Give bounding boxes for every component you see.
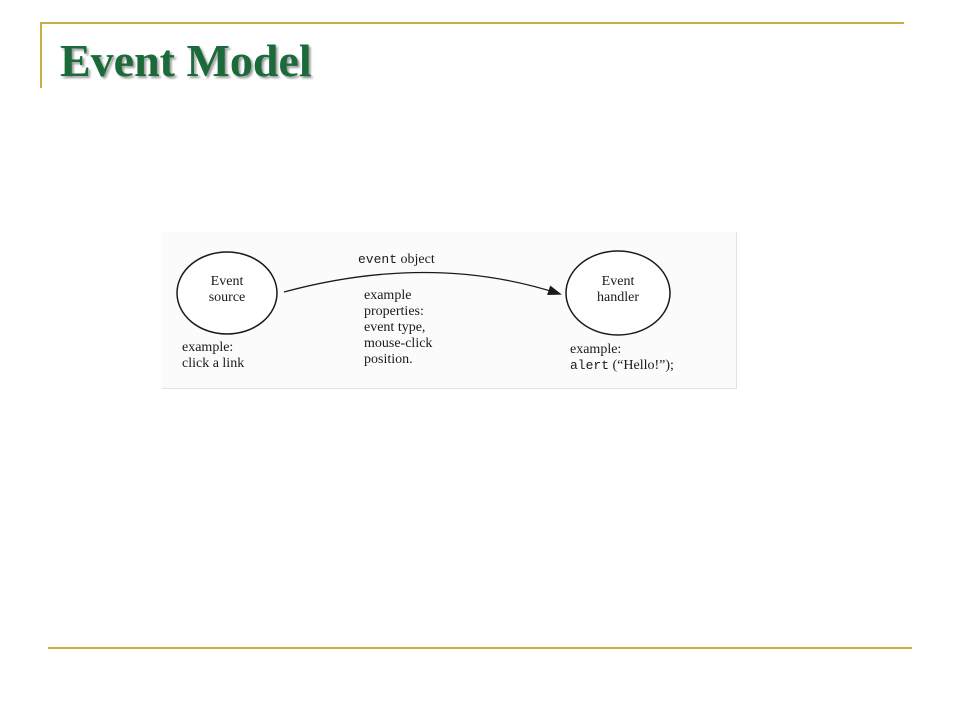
event-handler-node (565, 250, 671, 336)
handler-example-code: alert (570, 358, 610, 373)
bottom-rule (48, 647, 912, 649)
handler-node-line2: handler (597, 290, 639, 305)
left-rule (40, 22, 42, 88)
edge-property-line: mouse-click (364, 336, 433, 351)
event-model-diagram: Event source Event handler event object … (162, 232, 737, 389)
edge-label: event object (358, 252, 435, 268)
slide-title: Event Model (60, 35, 312, 86)
edge-property-line: position. (364, 352, 413, 367)
edge-label-text: object (397, 252, 435, 267)
handler-example-label: example: (570, 342, 622, 357)
handler-example-value: alert (“Hello!”); (570, 358, 674, 374)
diagram-graphics (176, 250, 671, 336)
edge-property-line: example (364, 288, 412, 303)
source-node-label: Event source (177, 274, 277, 306)
handler-example: example: alert (“Hello!”); (570, 342, 674, 374)
handler-example-args: (“Hello!”); (609, 358, 674, 373)
event-source-node (176, 251, 278, 335)
edge-property-line: properties: (364, 304, 424, 319)
edge-properties: example properties: event type, mouse-cl… (364, 288, 432, 368)
handler-node-line1: Event (601, 274, 635, 289)
source-example-label: example: (182, 340, 234, 355)
source-example-value: click a link (182, 356, 245, 371)
top-rule (40, 22, 904, 24)
edge-label-code: event (358, 252, 398, 267)
source-node-line1: Event (210, 274, 244, 289)
source-example: example: click a link (182, 340, 244, 372)
event-object-arrow (283, 271, 562, 296)
handler-node-label: Event handler (566, 274, 670, 306)
source-node-line2: source (208, 290, 246, 305)
edge-property-line: event type, (364, 320, 426, 335)
